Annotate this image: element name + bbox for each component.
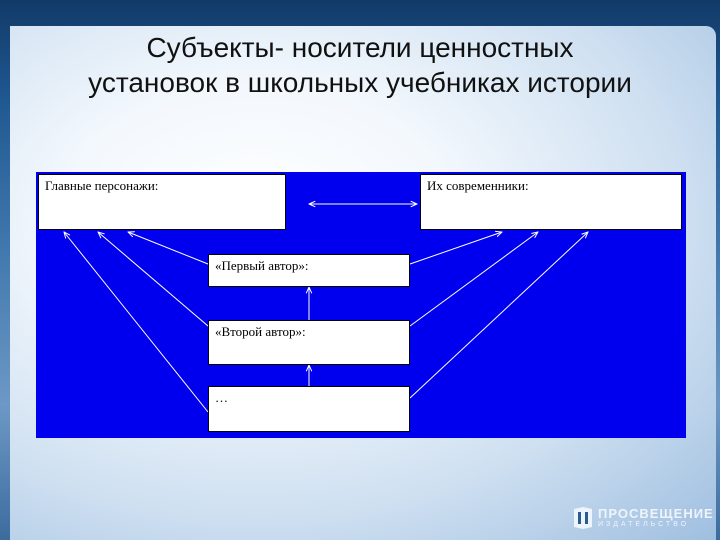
link-second-to-contemporaries: [409, 232, 538, 327]
box-etc-label: …: [215, 390, 228, 405]
box-main-characters-label: Главные персонажи:: [45, 178, 159, 193]
diagram-connectors: [36, 172, 686, 413]
title-line-1: Субъекты- носители ценностных: [146, 32, 574, 63]
publisher-subtitle: ИЗДАТЕЛЬСТВО: [598, 520, 690, 528]
publisher-name: ПРОСВЕЩЕНИЕ: [598, 505, 714, 521]
box-contemporaries: Их современники:: [420, 174, 682, 230]
box-contemporaries-label: Их современники:: [427, 178, 529, 193]
box-second-author-label: «Второй автор»:: [215, 324, 306, 339]
diagram: Главные персонажи: Их современники: «Пер…: [36, 172, 686, 438]
link-first-to-contemporaries: [409, 232, 502, 265]
link-second-to-main: [98, 232, 209, 327]
box-second-author: «Второй автор»:: [208, 320, 410, 365]
box-first-author: «Первый автор»:: [208, 254, 410, 287]
box-etc: …: [208, 386, 410, 432]
publisher-logo: ПРОСВЕЩЕНИЕ ИЗДАТЕЛЬСТВО: [572, 505, 714, 531]
box-first-author-label: «Первый автор»:: [215, 258, 309, 273]
link-etc-to-main: [64, 232, 209, 413]
publisher-logo-icon: [574, 507, 592, 529]
link-etc-to-contemporaries: [409, 232, 588, 399]
slide-title: Субъекты- носители ценностных установок …: [0, 30, 720, 100]
link-first-to-main: [128, 232, 209, 265]
box-main-characters: Главные персонажи:: [38, 174, 286, 230]
title-line-2: установок в школьных учебниках истории: [88, 67, 632, 98]
